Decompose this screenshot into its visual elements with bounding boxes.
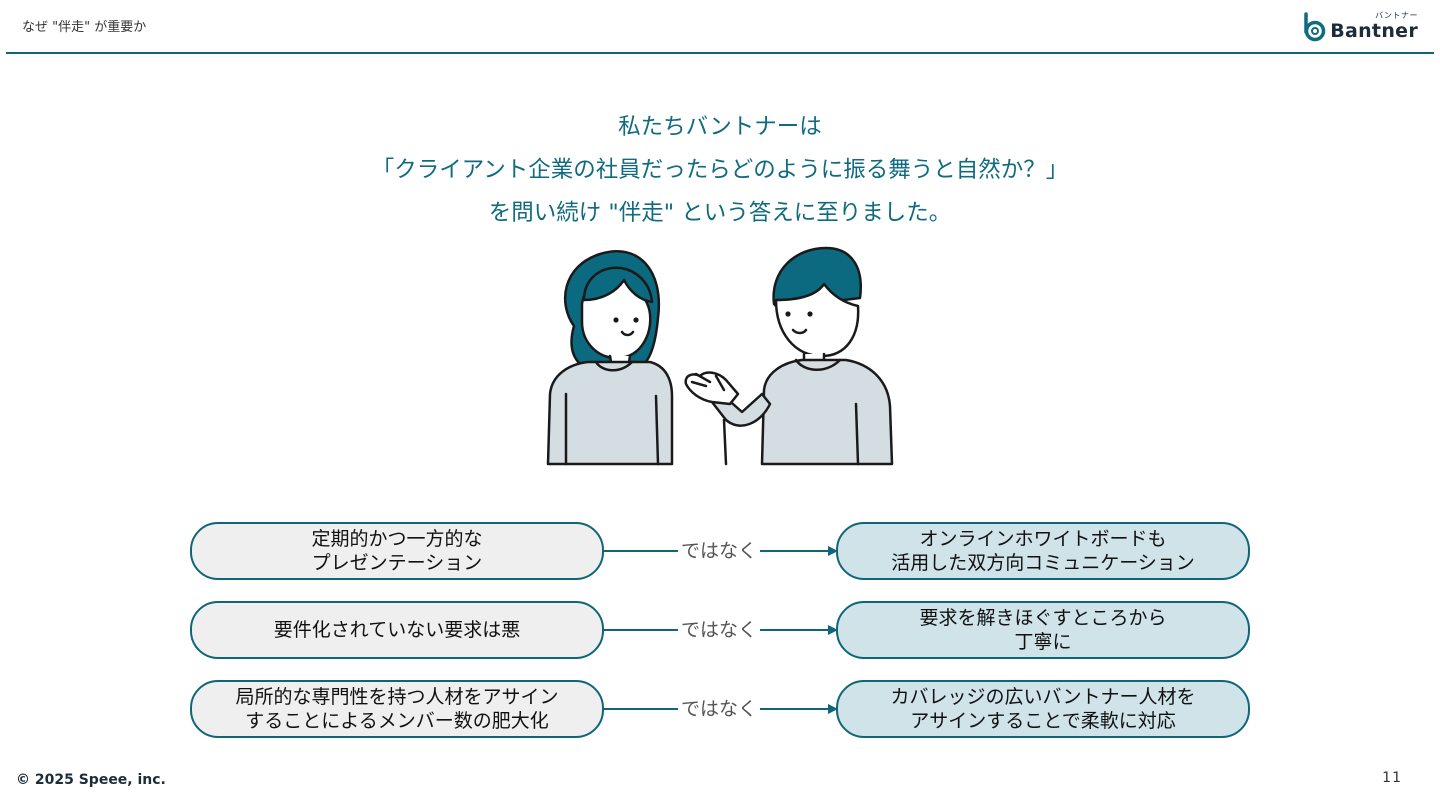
copyright: © 2025 Speee, inc.	[16, 772, 166, 788]
comparison-row-3: 局所的な専門性を持つ人材をアサインすることによるメンバー数の肥大化 ではなく カ…	[190, 680, 1250, 738]
current-practice-pill: 定期的かつ一方的なプレゼンテーション	[190, 522, 604, 580]
bantner-approach-pill: カバレッジの広いバントナー人材をアサインすることで柔軟に対応	[836, 680, 1250, 738]
headline-line-3: を問い続け "伴走" という答えに至りました。	[488, 200, 952, 226]
connector-label: ではなく	[678, 694, 760, 721]
logo-name: Bantner	[1330, 20, 1418, 42]
logo-kana: バントナー	[1375, 11, 1418, 20]
pill-text-line: 要求を解きほぐすところから	[919, 607, 1167, 629]
bantner-logo-icon	[1304, 12, 1326, 42]
connector-label: ではなく	[678, 536, 760, 563]
pill-text-line: 活用した双方向コミュニケーション	[891, 552, 1195, 574]
comparison-row-2: 要件化されていない要求は悪 ではなく 要求を解きほぐすところから丁寧に	[190, 601, 1250, 659]
pill-text-line: カバレッジの広いバントナー人材を	[890, 686, 1196, 708]
bantner-approach-pill: 要求を解きほぐすところから丁寧に	[836, 601, 1250, 659]
comparison-row-1: 定期的かつ一方的なプレゼンテーション ではなく オンラインホワイトボードも活用し…	[190, 522, 1250, 580]
man-figure	[684, 246, 894, 466]
pill-text-line: プレゼンテーション	[311, 552, 483, 574]
current-practice-pill: 局所的な専門性を持つ人材をアサインすることによるメンバー数の肥大化	[190, 680, 604, 738]
pill-text-line: オンラインホワイトボードも	[919, 528, 1167, 550]
pill-text-line: アサインすることで柔軟に対応	[910, 710, 1176, 732]
brand-logo: バントナー Bantner	[1302, 11, 1418, 42]
current-practice-pill: 要件化されていない要求は悪	[190, 601, 604, 659]
page-number: 11	[1382, 770, 1402, 786]
pill-text-line: 丁寧に	[1014, 631, 1072, 653]
headline-line-1: 私たちバントナーは	[618, 114, 822, 140]
two-people-illustration	[546, 246, 894, 466]
pill-text-line: 要件化されていない要求は悪	[273, 619, 521, 641]
connector-label: ではなく	[678, 615, 760, 642]
bantner-approach-pill: オンラインホワイトボードも活用した双方向コミュニケーション	[836, 522, 1250, 580]
woman-figure	[546, 249, 674, 466]
pill-text-line: 定期的かつ一方的な	[311, 528, 483, 550]
header-title: なぜ "伴走" が重要か	[22, 20, 147, 35]
pill-text-line: 局所的な専門性を持つ人材をアサイン	[235, 686, 559, 708]
pill-text-line: することによるメンバー数の肥大化	[245, 710, 549, 732]
headline-line-2: 「クライアント企業の社員だったらどのように振る舞うと自然か？」	[371, 157, 1069, 183]
header-divider	[6, 52, 1434, 54]
headline: 私たちバントナーは 「クライアント企業の社員だったらどのように振る舞うと自然か？…	[0, 106, 1440, 235]
